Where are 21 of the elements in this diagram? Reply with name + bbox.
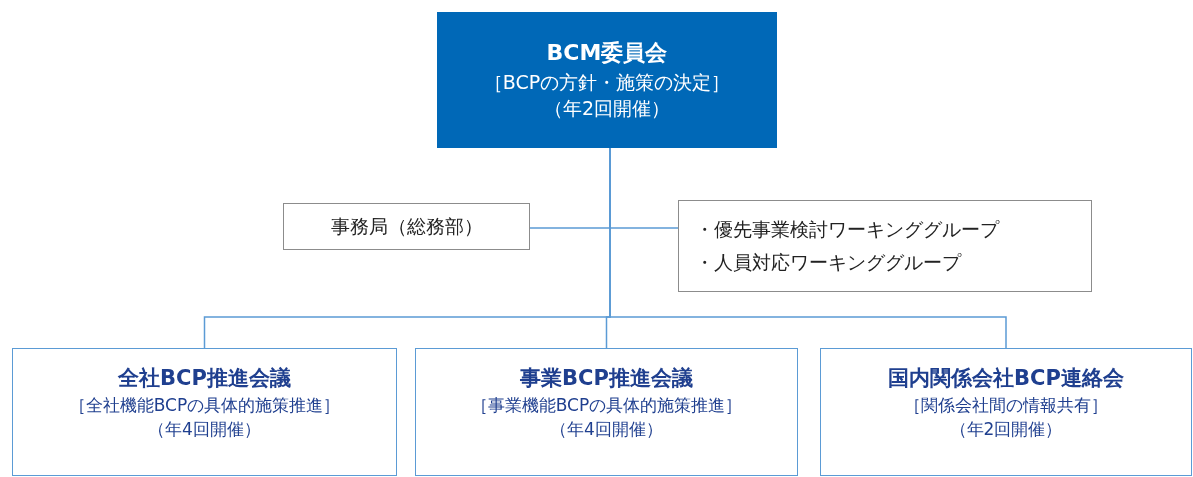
box-text: （年4回開催） (550, 418, 663, 441)
box-text: ［BCPの方針・施策の決定］ (483, 69, 731, 95)
meeting-box (415, 348, 798, 476)
box-text: ［全社機能BCPの具体的施策推進］ (68, 394, 341, 417)
committee-box (437, 12, 777, 148)
secretariat-box (283, 203, 530, 250)
box-text: （年2回開催） (949, 418, 1063, 441)
box-title: BCM委員会 (546, 39, 668, 67)
meeting-box (12, 348, 397, 476)
working-group-box (678, 200, 1092, 292)
meeting-box (820, 348, 1192, 476)
box-text: ［事業機能BCPの具体的施策推進］ (470, 394, 743, 417)
box-title: 全社BCP推進会議 (118, 365, 291, 392)
box-title: 国内関係会社BCP連絡会 (888, 365, 1124, 392)
box-text: （年2回開催） (543, 96, 671, 121)
box-title: 事業BCP推進会議 (520, 365, 693, 392)
list-item: ・人員対応ワーキンググループ (695, 250, 961, 275)
list-item: ・優先事業検討ワーキンググループ (695, 217, 999, 242)
box-text: （年4回開催） (148, 418, 261, 441)
box-text: ［関係会社間の情報共有］ (904, 394, 1108, 417)
box-title: 事務局（総務部） (330, 214, 483, 239)
